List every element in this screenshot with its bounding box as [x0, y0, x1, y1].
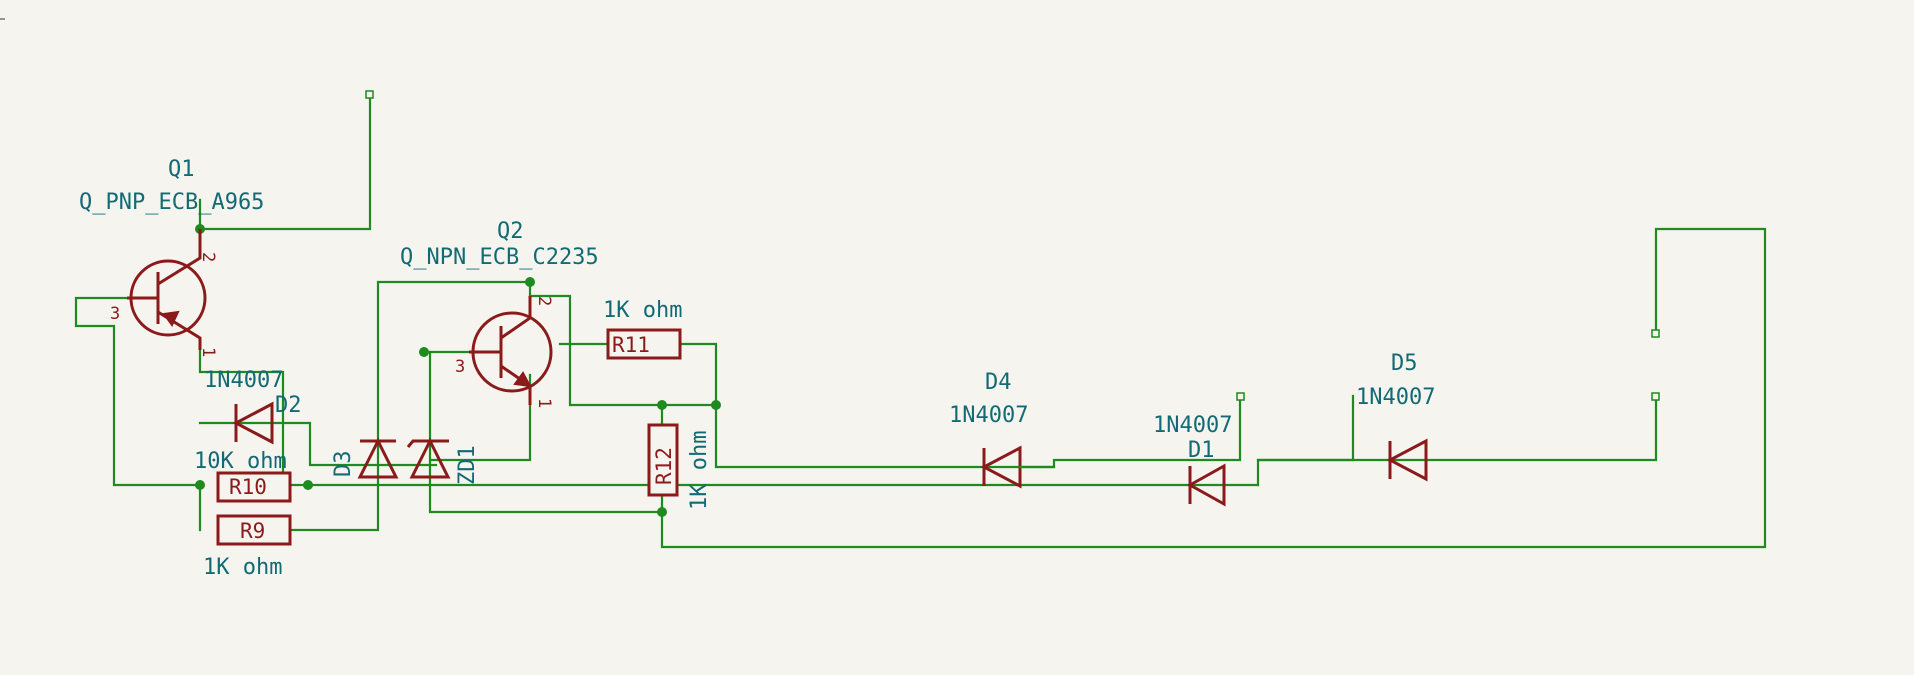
q2-arrow: [513, 371, 532, 388]
transistor-q2[interactable]: 3 2 1 Q2 Q_NPN_ECB_C2235: [400, 219, 599, 408]
no-connect-markers: [365, 90, 1660, 401]
q1-value: Q_PNP_ECB_A965: [79, 190, 264, 215]
junction: [303, 480, 313, 490]
resistor-r10[interactable]: R10 10K ohm: [194, 449, 292, 503]
junction: [195, 480, 205, 490]
d2-body: [232, 401, 274, 445]
diode-d2[interactable]: 1N4007 D2: [204, 368, 302, 445]
d5-body: [1386, 438, 1428, 482]
q2-ref: Q2: [497, 219, 524, 244]
wire-q1-collector-top: [198, 93, 372, 231]
resistor-r12[interactable]: R12 1K ohm: [647, 423, 712, 510]
junctions: [195, 224, 721, 517]
r9-value: 1K ohm: [203, 555, 282, 580]
resistor-r9[interactable]: R9 1K ohm: [203, 514, 292, 580]
q1-collector-lead: [157, 229, 202, 286]
wire-d5: [1256, 395, 1658, 462]
r10-value: 10K ohm: [194, 449, 287, 474]
q1-arrow: [162, 310, 180, 327]
connector-marker: [1236, 392, 1245, 401]
d3-ref: D3: [331, 451, 356, 478]
q1-pin2: 2: [198, 252, 218, 262]
q2-pin2: 2: [534, 296, 554, 306]
r11-ref: R11: [612, 333, 650, 357]
diode-d1[interactable]: D1 1N4007: [1153, 413, 1232, 507]
d4-value: 1N4007: [949, 403, 1028, 428]
q2-collector-lead: [500, 296, 532, 340]
r12-value: 1K ohm: [687, 431, 712, 510]
connector-marker: [365, 90, 374, 99]
d2-value: 1N4007: [204, 368, 283, 393]
diode-d4[interactable]: D4 1N4007: [949, 370, 1056, 489]
d1-body: [1186, 463, 1226, 507]
wire-d2: [198, 421, 438, 467]
diode-d5[interactable]: D5 1N4007: [1356, 351, 1435, 482]
q1-emitter-lead: [157, 310, 202, 350]
zener-zd1[interactable]: ZD1: [406, 437, 480, 485]
r10-ref: R10: [229, 475, 267, 499]
d3-body: [357, 437, 399, 479]
r12-ref: R12: [652, 447, 676, 485]
q2-pin1: 1: [534, 398, 554, 408]
zd1-body: [409, 437, 451, 479]
connector-marker: [1651, 392, 1660, 401]
r12-body: [647, 423, 679, 497]
q1-pin3: 3: [110, 304, 120, 324]
zd1-bar: [406, 439, 449, 448]
q2-pin3: 3: [455, 357, 465, 377]
wires: [74, 93, 1767, 549]
junction: [711, 400, 721, 410]
resistor-r11[interactable]: R11 1K ohm: [603, 298, 682, 360]
zd1-ref: ZD1: [455, 445, 480, 485]
q1-pin1: 1: [198, 347, 218, 357]
d5-ref: D5: [1391, 351, 1418, 376]
d1-ref: D1: [1188, 438, 1215, 463]
diode-d3[interactable]: D3: [331, 437, 399, 479]
r10-body: [216, 471, 292, 503]
junction: [419, 347, 429, 357]
junction: [657, 507, 667, 517]
junction: [657, 400, 667, 410]
transistor-q1[interactable]: 3 2 1 Q1 Q_PNP_ECB_A965: [79, 157, 264, 357]
r9-ref: R9: [240, 519, 265, 543]
r11-body: [606, 328, 682, 360]
wire-q2-collector-bus: [528, 294, 718, 407]
wire-q1-base: [74, 296, 202, 487]
r11-value: 1K ohm: [603, 298, 682, 323]
d4-ref: D4: [985, 370, 1012, 395]
wire-r9-d3-q2c: [288, 280, 532, 532]
q1-ref: Q1: [168, 157, 195, 182]
junction: [525, 277, 535, 287]
q2-value: Q_NPN_ECB_C2235: [400, 245, 599, 270]
d1-value: 1N4007: [1153, 413, 1232, 438]
wire-zd1-bottom-loop: [428, 227, 1767, 549]
d2-ref: D2: [275, 393, 302, 418]
r9-body: [216, 514, 292, 546]
d5-value: 1N4007: [1356, 385, 1435, 410]
wire-q2-emitter: [430, 373, 532, 462]
wire-d1-to-conn: [1256, 394, 1355, 487]
connector-marker: [1651, 329, 1660, 338]
